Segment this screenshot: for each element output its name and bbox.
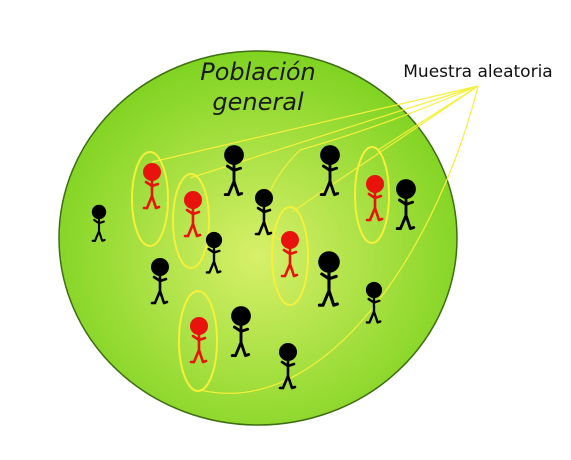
sample-outline (271, 206, 309, 306)
sample-outline (131, 151, 169, 247)
sample-outline (354, 146, 390, 244)
person-icon (223, 145, 244, 197)
person-icon (205, 231, 223, 274)
pointer-line (377, 85, 479, 151)
sample-label: Muestra aleatoria (403, 62, 552, 82)
person-icon (317, 251, 340, 307)
people (91, 145, 416, 390)
sample-outline (178, 290, 218, 392)
sampled-person-icon (142, 163, 161, 210)
person-icon (395, 179, 416, 231)
population-title-line2: general (212, 88, 304, 116)
general-population-circle (58, 50, 458, 426)
person-icon (254, 189, 273, 236)
pointer-line (151, 85, 479, 163)
sampled-person-icon (189, 317, 208, 364)
sample-outlines (131, 146, 390, 392)
person-icon (91, 204, 107, 242)
person-icon (150, 258, 169, 305)
sample-outline (172, 173, 210, 269)
person-icon (319, 145, 340, 197)
person-icon (278, 343, 297, 390)
sampled-person-icon (365, 175, 384, 222)
person-icon (230, 306, 251, 358)
sampled-person-icon (280, 231, 299, 278)
population-title-line1: Población (200, 58, 316, 86)
pointer-line (291, 85, 479, 213)
person-icon (365, 281, 383, 324)
sampled-person-icon (183, 191, 202, 238)
